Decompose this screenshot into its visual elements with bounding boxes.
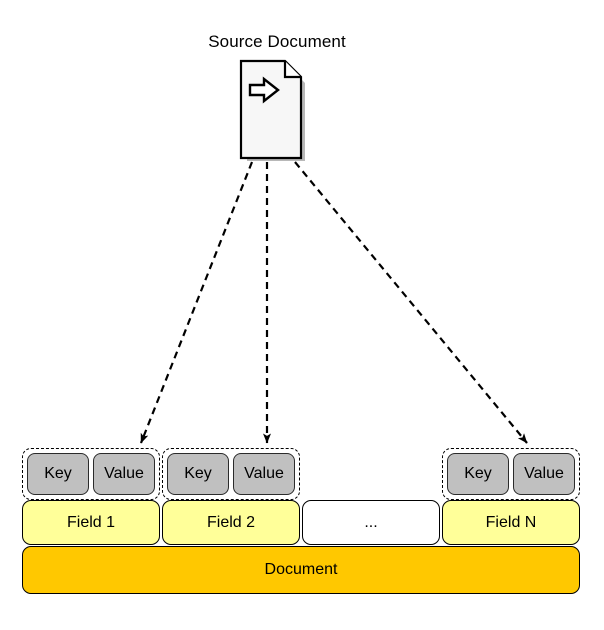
key-value-group-field-1: Key Value: [22, 448, 160, 500]
document-structure: Key Value Key Value Key Value Field 1 Fi…: [22, 448, 580, 594]
document-page-icon: [238, 59, 306, 162]
key-value-row: Key Value Key Value Key Value: [22, 448, 580, 500]
value-box: Value: [513, 453, 575, 495]
key-box: Key: [167, 453, 229, 495]
field-row: Field 1 Field 2 ... Field N: [22, 500, 580, 545]
field-box-1: Field 1: [22, 500, 160, 545]
key-value-group-field-2: Key Value: [162, 448, 300, 500]
field-box-ellipsis: ...: [302, 500, 440, 545]
value-box: Value: [93, 453, 155, 495]
document-bar: Document: [22, 546, 580, 594]
connector-source-to-field-1: [139, 161, 254, 444]
right-arrow-icon: [248, 76, 280, 104]
field-box-2: Field 2: [162, 500, 300, 545]
key-value-group-field-n: Key Value: [442, 448, 580, 500]
value-box: Value: [233, 453, 295, 495]
key-box: Key: [447, 453, 509, 495]
page-title: Source Document: [208, 32, 346, 51]
key-box: Key: [27, 453, 89, 495]
connector-source-to-field-n: [294, 161, 528, 444]
field-box-n: Field N: [442, 500, 580, 545]
